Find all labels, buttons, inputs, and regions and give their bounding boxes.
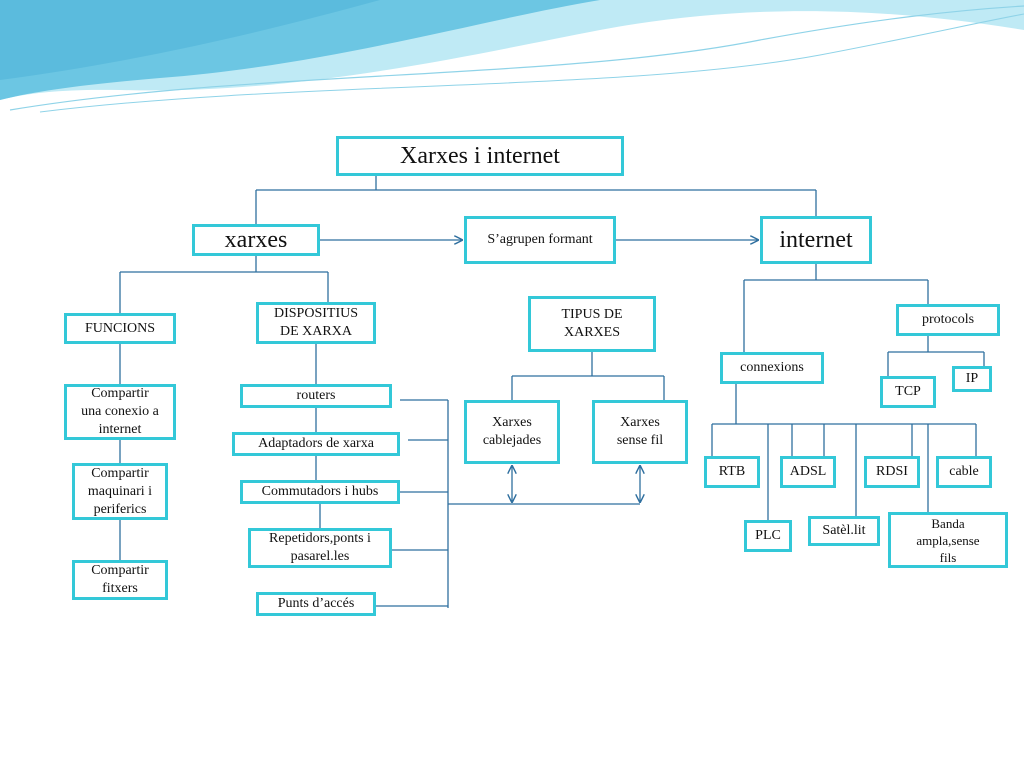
dispositius-node: DISPOSITIUS DE XARXA <box>256 302 376 344</box>
plc-text: PLC <box>755 528 781 543</box>
repetidors-node: Repetidors,ponts i pasarel.les <box>248 528 392 568</box>
rdsi-node: RDSI <box>864 456 920 488</box>
adaptadors-text: Adaptadors de xarxa <box>258 436 374 451</box>
funcio-compartir-fitxers: Compartir fitxers <box>72 560 168 600</box>
punts-node: Punts d’accés <box>256 592 376 616</box>
cablejades-node: Xarxes cablejades <box>464 400 560 464</box>
rtb-node: RTB <box>704 456 760 488</box>
dispositius-text: DISPOSITIUS DE XARXA <box>273 306 358 339</box>
f1-text: Compartir una conexio a internet <box>81 386 159 437</box>
funcio-compartir-maquinari: Compartir maquinari i periferics <box>72 463 168 520</box>
punts-text: Punts d’accés <box>277 596 355 611</box>
f2-text: Compartir maquinari i periferics <box>87 465 153 517</box>
link-devices-side <box>376 399 448 607</box>
commutadors-text: Commutadors i hubs <box>261 484 379 499</box>
title-text: Xarxes i internet <box>400 143 560 169</box>
connexions-text: connexions <box>740 360 804 375</box>
funcions-text: FUNCIONS <box>84 320 155 336</box>
satelit-node: Satèl.lit <box>808 516 880 546</box>
banda-node: Banda ampla,sense fils <box>888 512 1008 568</box>
commutadors-node: Commutadors i hubs <box>240 480 400 504</box>
xarxes-node: xarxes <box>192 224 320 256</box>
cable-node: cable <box>936 456 992 488</box>
funcio-compartir-internet: Compartir una conexio a internet <box>64 384 176 440</box>
cable-text: cable <box>949 464 979 479</box>
protocols-node: protocols <box>896 304 1000 336</box>
wave-line-1 <box>9 5 1024 111</box>
routers-text: routers <box>296 388 336 403</box>
ip-node: IP <box>952 366 992 392</box>
internet-text: internet <box>779 227 853 253</box>
wave-line-2 <box>39 13 1024 113</box>
banda-text: Banda ampla,sense fils <box>916 515 980 565</box>
routers-node: routers <box>240 384 392 408</box>
satelit-text: Satèl.lit <box>822 523 866 538</box>
tcp-node: TCP <box>880 376 936 408</box>
rdsi-text: RDSI <box>876 464 908 479</box>
rtb-text: RTB <box>718 464 746 479</box>
title-node: Xarxes i internet <box>336 136 624 176</box>
tcp-text: TCP <box>895 384 921 399</box>
funcions-node: FUNCIONS <box>64 313 176 344</box>
connexions-node: connexions <box>720 352 824 384</box>
tipus-node: TIPUS DE XARXES <box>528 296 656 352</box>
adsl-text: ADSL <box>789 464 827 479</box>
adaptadors-node: Adaptadors de xarxa <box>232 432 400 456</box>
xarxes-text: xarxes <box>224 227 288 253</box>
f3-text: Compartir fitxers <box>91 563 149 596</box>
protocols-text: protocols <box>921 312 975 327</box>
cablejades-text: Xarxes cablejades <box>482 415 542 448</box>
internet-node: internet <box>760 216 872 264</box>
sensefil-text: Xarxes sense fil <box>616 415 664 448</box>
wave-deep <box>0 0 380 80</box>
adsl-node: ADSL <box>780 456 836 488</box>
tipus-text: TIPUS DE XARXES <box>561 307 623 340</box>
sensefil-node: Xarxes sense fil <box>592 400 688 464</box>
sagrupen-node: S’agrupen formant <box>464 216 616 264</box>
plc-node: PLC <box>744 520 792 552</box>
repetidors-text: Repetidors,ponts i pasarel.les <box>269 531 371 564</box>
sagrupen-text: S’agrupen formant <box>487 232 593 247</box>
ip-text: IP <box>965 371 979 386</box>
